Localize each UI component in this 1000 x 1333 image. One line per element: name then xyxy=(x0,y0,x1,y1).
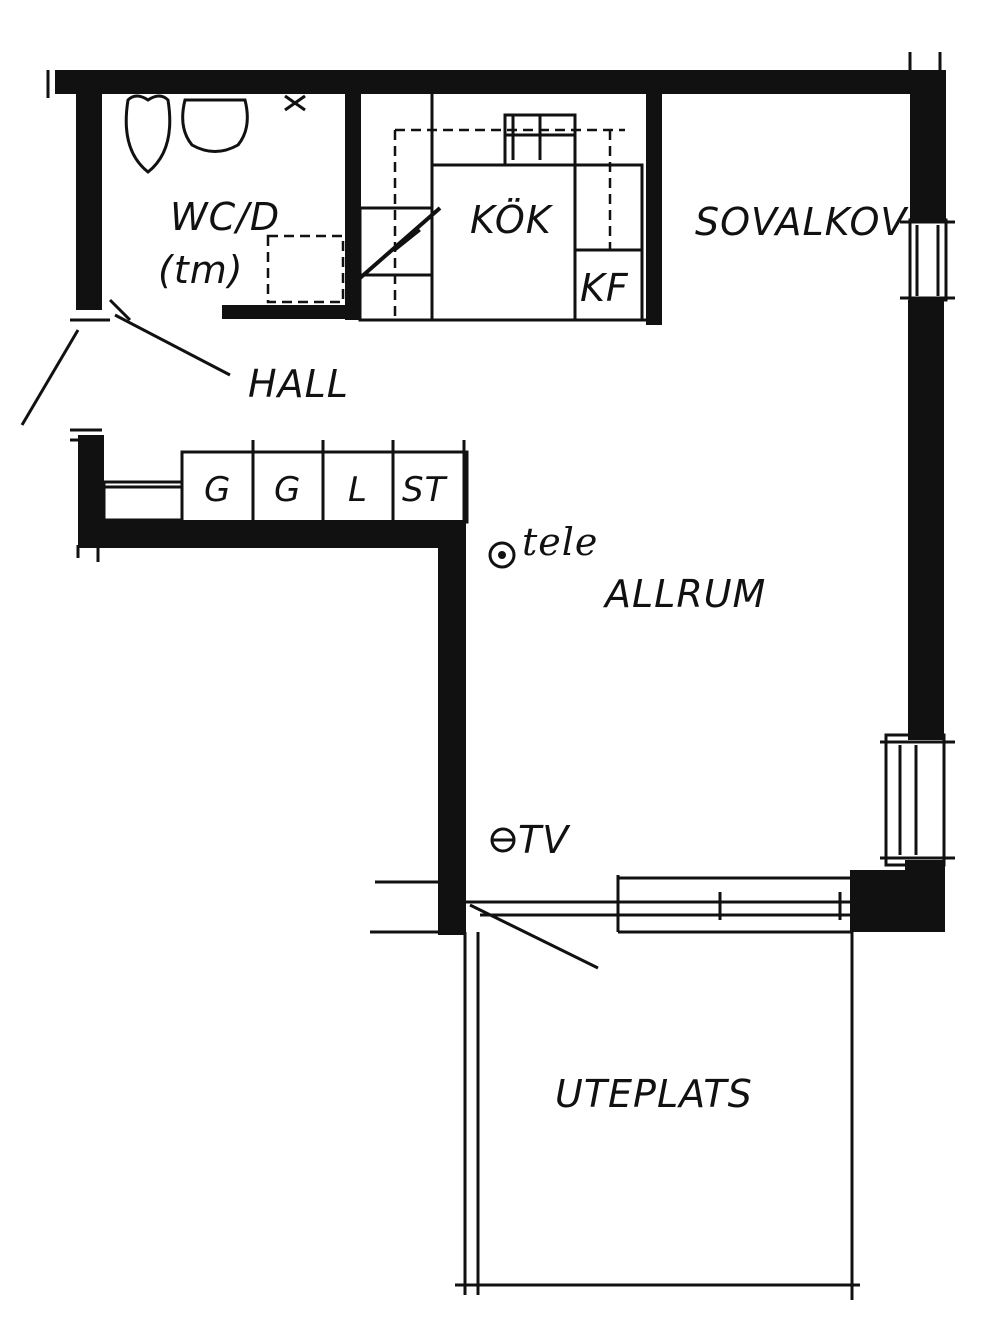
cleaning-cupboard-label: ST xyxy=(402,470,447,510)
outlet-symbols xyxy=(488,541,516,853)
sleeping-alcove-label: SOVALKOV xyxy=(695,200,908,244)
kitchen-label: KÖK xyxy=(470,198,552,242)
living-room-label: ALLRUM xyxy=(605,572,767,616)
patio-label: UTEPLATS xyxy=(555,1072,753,1116)
dashed-lines xyxy=(266,128,625,320)
wardrobe-1-label: G xyxy=(204,470,232,510)
walls xyxy=(55,70,946,935)
wc-sub-label: (tm) xyxy=(158,248,244,292)
thin-lines xyxy=(20,52,955,1300)
hall-label: HALL xyxy=(248,362,349,406)
linen-label: L xyxy=(348,470,368,510)
fridge-freezer-label: KF xyxy=(580,266,629,310)
wardrobe-2-label: G xyxy=(274,470,302,510)
wc-label: WC/D xyxy=(170,195,281,239)
tv-label: TV xyxy=(518,818,570,862)
telephone-label: tele xyxy=(522,520,599,564)
